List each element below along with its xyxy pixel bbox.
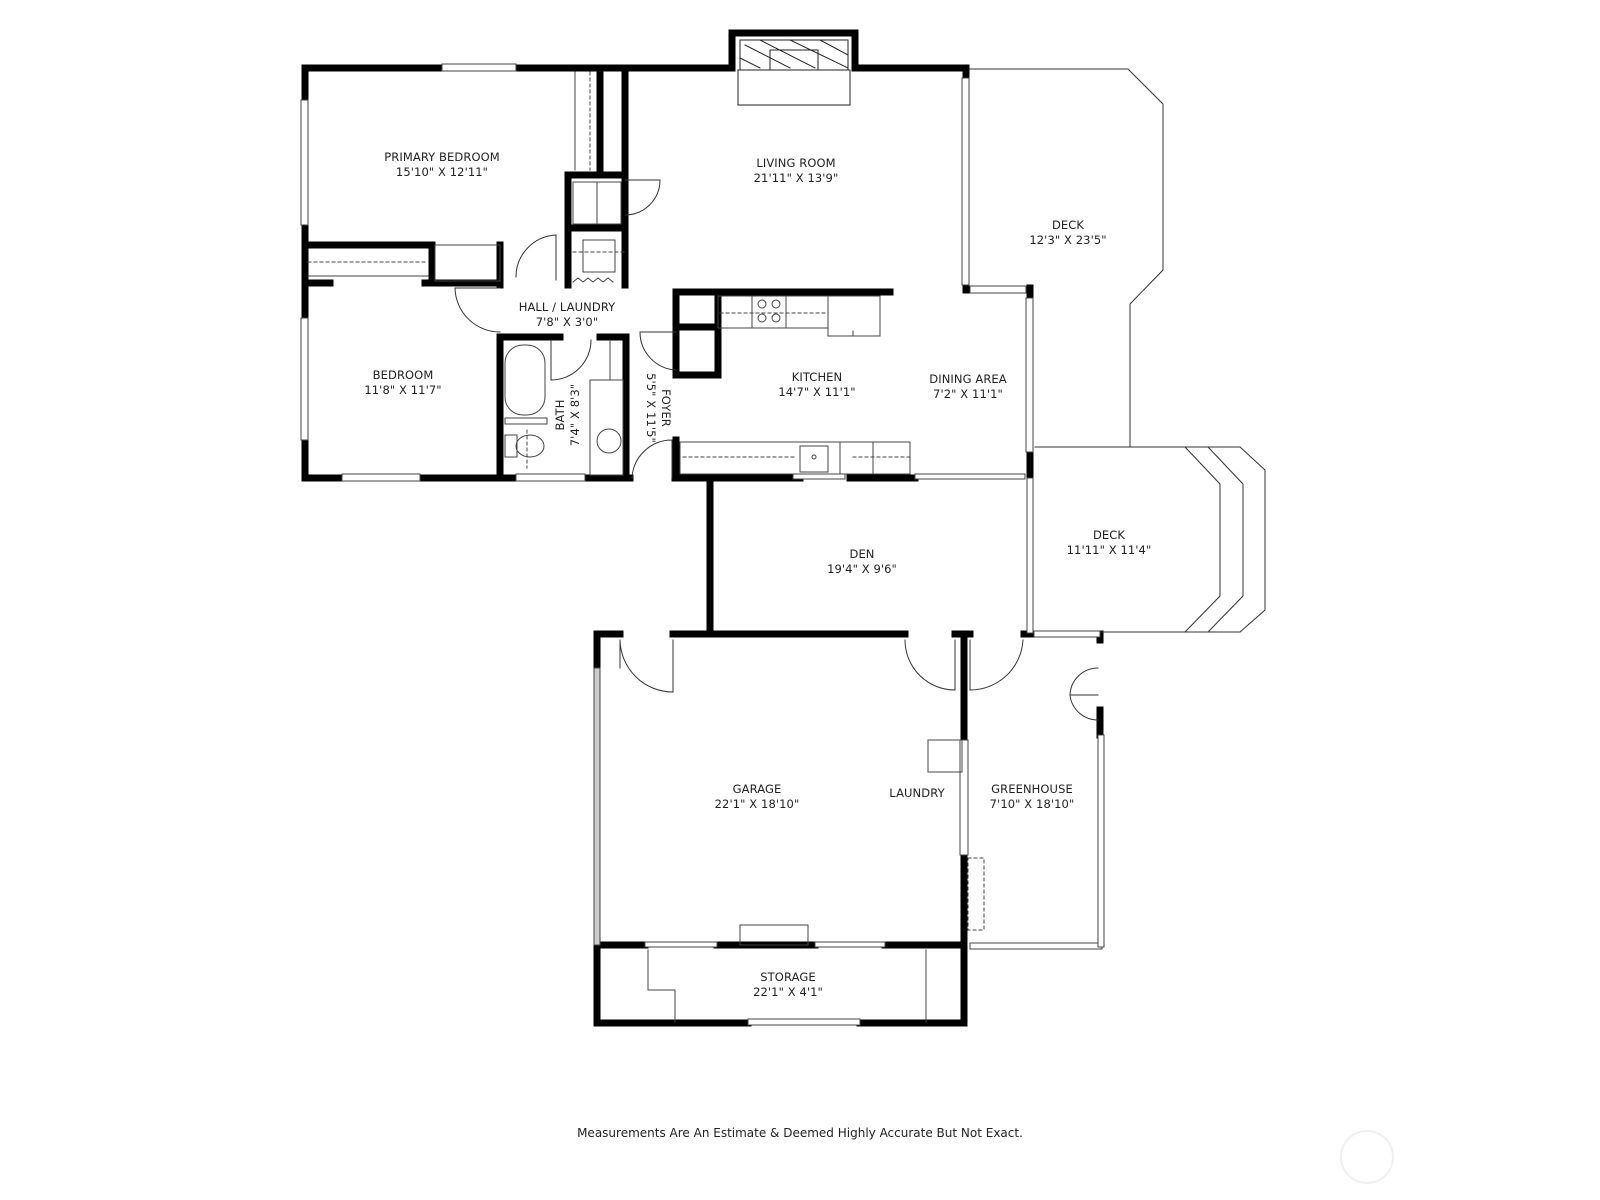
room-name: LIVING ROOM <box>756 156 836 170</box>
room-label-storage: STORAGE 22'1" X 4'1" <box>753 970 823 1000</box>
room-name: BEDROOM <box>372 368 434 382</box>
room-name: BATH <box>553 399 567 431</box>
room-name: PRIMARY BEDROOM <box>384 150 500 164</box>
room-name: KITCHEN <box>791 370 843 384</box>
room-dimensions: 11'11" X 11'4" <box>1066 543 1152 557</box>
doors <box>454 179 1099 721</box>
room-dimensions: 7'8" X 3'0" <box>535 315 599 329</box>
room-label-greenhouse: GREENHOUSE 7'10" X 18'10" <box>990 782 1075 812</box>
room-dimensions: 5'5" X 11'5" <box>644 373 658 443</box>
windows <box>300 63 1105 1026</box>
room-label-bedroom: BEDROOM 11'8" X 11'7" <box>364 368 441 398</box>
room-dimensions: 19'4" X 9'6" <box>827 562 897 576</box>
room-name: FOYER <box>659 389 673 427</box>
room-dimensions: 7'2" X 11'1" <box>933 387 1003 401</box>
room-name: DEN <box>849 547 875 561</box>
room-name: STORAGE <box>760 970 816 984</box>
room-label-bath: BATH 7'4" X 8'3" <box>553 384 583 446</box>
room-label-hall-laundry: HALL / LAUNDRY 7'8" X 3'0" <box>519 300 616 330</box>
room-label-den: DEN 19'4" X 9'6" <box>827 547 897 577</box>
deck-outlines <box>969 68 1266 633</box>
room-dimensions: 14'7" X 11'1" <box>778 385 856 399</box>
room-dimensions: 15'10" X 12'11" <box>395 165 489 179</box>
room-dimensions: 7'10" X 18'10" <box>989 797 1075 811</box>
room-label-garage: GARAGE 22'1" X 18'10" <box>715 782 800 812</box>
room-dimensions: 22'1" X 18'10" <box>714 797 800 811</box>
room-dimensions: 11'8" X 11'7" <box>364 383 442 397</box>
room-name: GARAGE <box>732 782 782 796</box>
room-name: LAUNDRY <box>889 786 945 800</box>
room-name: DECK <box>1092 528 1126 542</box>
room-label-foyer: FOYER 5'5" X 11'5" <box>643 373 673 443</box>
room-label-deck-lower: DECK 11'11" X 11'4" <box>1067 528 1152 558</box>
fixtures <box>307 71 985 1023</box>
room-name: GREENHOUSE <box>991 782 1073 796</box>
room-dimensions: 22'1" X 4'1" <box>753 985 823 999</box>
main-walls <box>301 29 1104 1027</box>
room-name: HALL / LAUNDRY <box>518 300 616 314</box>
room-label-deck-upper: DECK 12'3" X 23'5" <box>1029 218 1106 248</box>
watermark-logo-icon <box>1340 1130 1394 1184</box>
room-label-kitchen: KITCHEN 14'7" X 11'1" <box>778 370 855 400</box>
room-dimensions: 21'11" X 13'9" <box>753 171 839 185</box>
room-name: DECK <box>1051 218 1085 232</box>
fireplace <box>737 39 851 106</box>
room-label-living-room: LIVING ROOM 21'11" X 13'9" <box>754 156 839 186</box>
room-label-laundry: LAUNDRY <box>889 786 944 801</box>
room-dimensions: 12'3" X 23'5" <box>1029 233 1107 247</box>
room-label-dining-area: DINING AREA 7'2" X 11'1" <box>929 372 1007 402</box>
room-label-primary-bedroom: PRIMARY BEDROOM 15'10" X 12'11" <box>384 150 500 180</box>
room-dimensions: 7'4" X 8'3" <box>568 383 582 447</box>
measurement-disclaimer: Measurements Are An Estimate & Deemed Hi… <box>577 1126 1023 1140</box>
room-name: DINING AREA <box>929 372 1007 386</box>
